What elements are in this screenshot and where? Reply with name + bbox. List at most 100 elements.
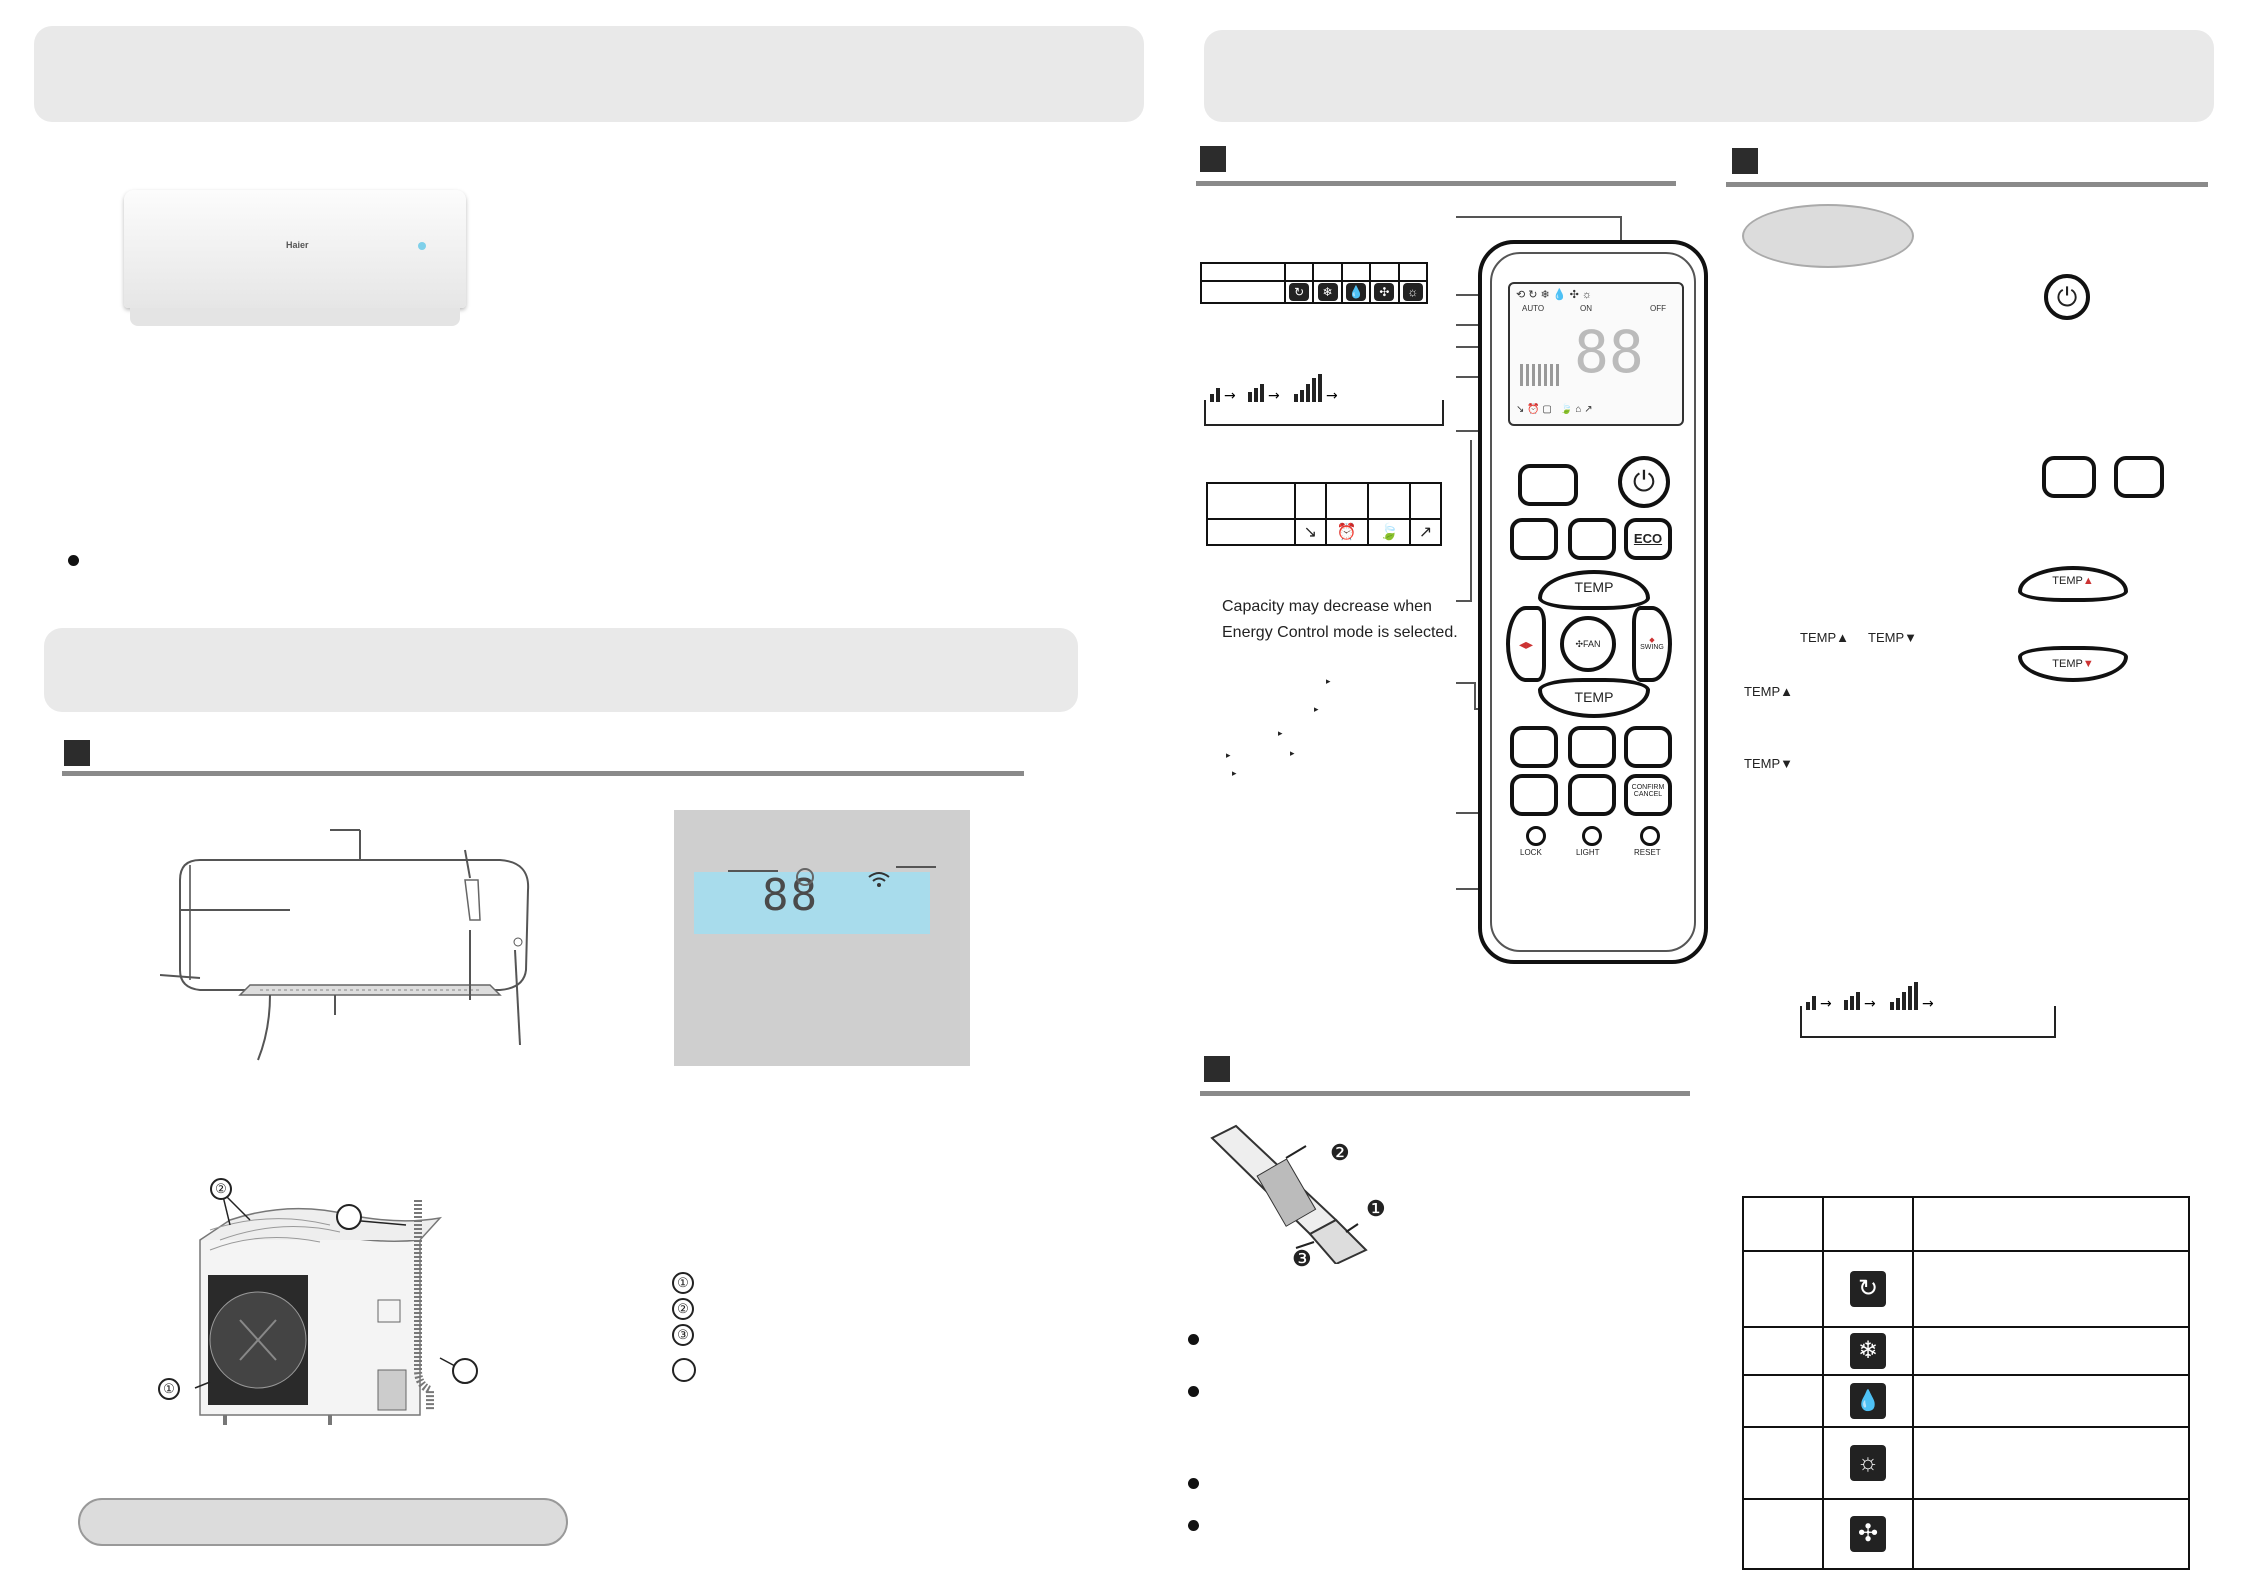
bullet xyxy=(1188,1386,1199,1397)
battery-step-1: ❶ xyxy=(1366,1196,1386,1221)
function-button-3[interactable] xyxy=(1624,726,1672,768)
svg-text:→: → xyxy=(1922,996,1934,1012)
lcd-digits: 88 xyxy=(1574,318,1644,386)
mode-button-illustration xyxy=(2042,456,2096,498)
outdoor-marker-b xyxy=(452,1358,478,1384)
temp-up-illustration: TEMP▲ xyxy=(2018,566,2128,602)
indoor-unit-photo: Haier xyxy=(124,190,466,330)
temp-up-inline: TEMP▲ xyxy=(1800,630,1849,645)
battery-step-3: ❸ xyxy=(1292,1246,1312,1271)
bullet xyxy=(1188,1334,1199,1345)
outdoor-marker-a xyxy=(336,1204,362,1230)
operation-pill xyxy=(1742,204,1914,268)
sun-icon: ☼ xyxy=(1850,1445,1886,1481)
mode-button[interactable] xyxy=(1518,464,1578,506)
power-icon: ⏻ xyxy=(2044,274,2090,320)
brand-logo: Haier xyxy=(286,240,309,250)
section-marker xyxy=(64,740,90,766)
function-table: ↘ ⏰ 🍃 ↗ xyxy=(1206,482,1442,546)
reset-label: RESET xyxy=(1634,848,1661,857)
swing-left-button[interactable]: ◂▸ xyxy=(1506,606,1546,682)
section-rule xyxy=(1196,181,1676,186)
svg-text:→: → xyxy=(1268,388,1280,404)
legend-marker-2: ② xyxy=(672,1298,694,1320)
outdoor-unit-diagram xyxy=(194,1191,456,1425)
light-button[interactable] xyxy=(1582,826,1602,846)
timer-icon: ⏰ xyxy=(1324,518,1369,546)
auto-mode-icon: ↻ xyxy=(1289,283,1310,301)
header-banner-left xyxy=(34,26,1144,122)
bullet xyxy=(1188,1520,1199,1531)
droplet-icon: 💧 xyxy=(1850,1383,1886,1419)
snowflake-icon: ❄ xyxy=(1850,1333,1886,1369)
section-rule xyxy=(62,771,1024,776)
legend-marker-1: ① xyxy=(672,1272,694,1294)
sun-icon: ☼ xyxy=(1402,283,1423,301)
light-label: LIGHT xyxy=(1576,848,1600,857)
reset-button[interactable] xyxy=(1640,826,1660,846)
lock-button[interactable] xyxy=(1526,826,1546,846)
section-marker xyxy=(1732,148,1758,174)
indicator-light xyxy=(418,242,426,250)
svg-text:→: → xyxy=(1864,996,1876,1012)
bullet xyxy=(1188,1478,1199,1489)
section-marker xyxy=(1204,1056,1230,1082)
function-button-5[interactable] xyxy=(1568,774,1616,816)
section-marker xyxy=(1200,146,1226,172)
mode-button-illustration-2 xyxy=(2114,456,2164,498)
fan-icon: ✣ xyxy=(1374,283,1395,301)
temp-down-illustration: TEMP▼ xyxy=(2018,646,2128,682)
auto-mode-icon: ↻ xyxy=(1850,1271,1886,1307)
section-rule xyxy=(1200,1091,1690,1096)
sleep-button[interactable] xyxy=(1568,518,1616,560)
note-pill xyxy=(78,1498,568,1546)
fan-speed-sequence-2: → → → xyxy=(1800,982,2056,1038)
display-panel: 88 xyxy=(674,810,970,1066)
fan-icon: ✣ xyxy=(1850,1516,1886,1552)
swing-button[interactable]: ◆SWING xyxy=(1632,606,1672,682)
bullet xyxy=(68,555,79,566)
remote-lcd: ⟲ ↻ ❄ 💧 ✣ ☼ AUTO ON OFF 88 ↘ ⏰ ▢ 🍃 ⌂ ↗ xyxy=(1508,282,1684,426)
section-rule xyxy=(1726,182,2208,187)
temp-up-label: TEMP▲ xyxy=(1744,684,1793,699)
wifi-icon xyxy=(868,872,890,887)
energy-note-line2: Energy Control mode is selected. xyxy=(1222,624,1458,641)
turbo-icon: ↗ xyxy=(1409,518,1442,546)
legend-marker-blank xyxy=(672,1358,696,1382)
legend-marker-3: ③ xyxy=(672,1324,694,1346)
battery-step-2: ❷ xyxy=(1330,1140,1350,1165)
temp-down-label: TEMP▼ xyxy=(1744,756,1793,771)
mode-icon-table: ↻ ❄ 💧 ☼ ✣ xyxy=(1742,1196,2190,1570)
timer-icon xyxy=(796,868,814,886)
outdoor-marker-2: ② xyxy=(210,1178,232,1200)
power-button[interactable]: ⏻ xyxy=(1618,456,1670,508)
droplet-icon: 💧 xyxy=(1345,283,1366,301)
function-button-2[interactable] xyxy=(1568,726,1616,768)
function-button-1[interactable] xyxy=(1510,726,1558,768)
timer-button[interactable] xyxy=(1510,518,1558,560)
indoor-unit-diagram xyxy=(160,829,530,1061)
svg-text:→: → xyxy=(1224,388,1236,404)
eco-button[interactable]: ECO xyxy=(1624,518,1672,560)
lock-label: LOCK xyxy=(1520,848,1542,857)
function-button-4[interactable] xyxy=(1510,774,1558,816)
svg-text:→: → xyxy=(1820,996,1832,1012)
arrow-markers: ▸ ▸ ▸ ▸ ▸ ▸ xyxy=(1226,676,1331,778)
sleep-icon: ↘ xyxy=(1294,518,1327,546)
outdoor-marker-1: ① xyxy=(158,1378,180,1400)
header-banner-left-2 xyxy=(44,628,1078,712)
fan-speed-sequence: → → → xyxy=(1204,374,1444,426)
temp-up-button[interactable]: TEMP xyxy=(1538,570,1650,610)
eco-leaf-icon: 🍃 xyxy=(1366,518,1412,546)
snowflake-icon: ❄ xyxy=(1317,283,1338,301)
battery-install-diagram xyxy=(1210,1124,1368,1264)
leader-line xyxy=(1456,216,1620,218)
energy-note-line1: Capacity may decrease when xyxy=(1222,598,1432,615)
svg-text:→: → xyxy=(1326,388,1338,404)
remote-control: ⟲ ↻ ❄ 💧 ✣ ☼ AUTO ON OFF 88 ↘ ⏰ ▢ 🍃 ⌂ ↗ ⏻… xyxy=(1478,240,1708,964)
temp-down-inline: TEMP▼ xyxy=(1868,630,1917,645)
mode-table: ↻ ❄ 💧 ✣ ☼ xyxy=(1200,262,1429,304)
header-banner-right xyxy=(1204,30,2214,122)
fan-button[interactable]: ✣FAN xyxy=(1560,616,1616,672)
